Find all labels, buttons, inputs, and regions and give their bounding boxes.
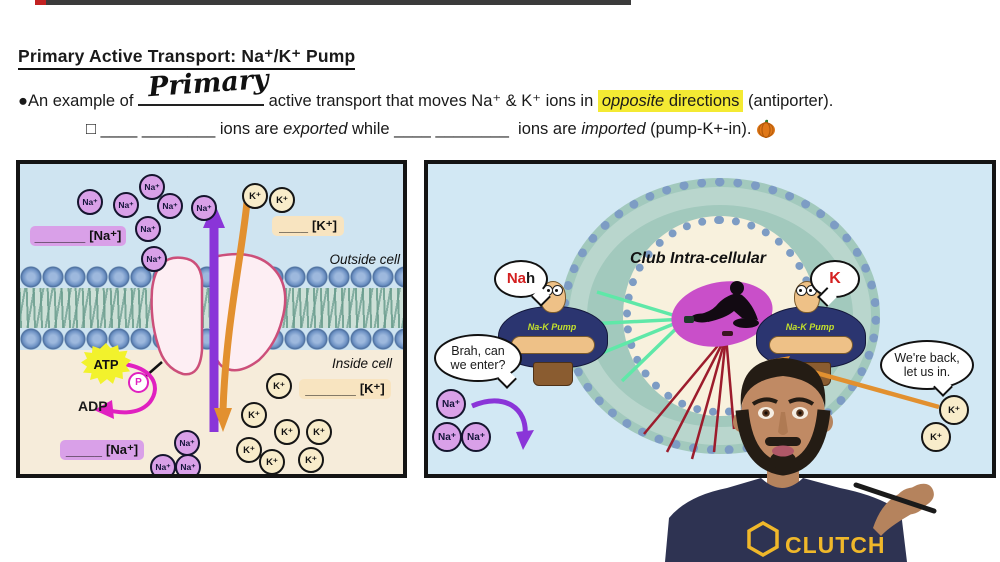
fill-in-blank-primary: Primary: [138, 64, 270, 106]
top-cropped-bar: [35, 0, 631, 5]
blank-short-1: ____: [100, 120, 142, 138]
phosphate-label: P: [128, 372, 149, 393]
bullet-marker: ●: [18, 92, 28, 110]
k-speech-bubble: K: [810, 260, 860, 298]
inside-na-concentration-label: _____[Na⁺]: [60, 440, 144, 460]
instructor-eyebrow-left: [751, 397, 778, 406]
inside-k-concentration-label: _______[K⁺]: [299, 379, 391, 399]
clutch-hexagon-logo: [747, 520, 779, 558]
na-ion: Na⁺: [175, 454, 201, 474]
k-ion: K⁺: [259, 449, 285, 474]
k-ion: K⁺: [939, 395, 969, 425]
dj-silhouette: [684, 281, 759, 336]
k-ion: K⁺: [274, 419, 300, 445]
na-k-pump-diagram-panel: Na⁺ Na⁺ Na⁺ Na⁺ Na⁺ Na⁺ Na⁺ K⁺ K⁺ Na⁺ Na…: [16, 160, 407, 478]
left-bouncer-shirt-text: Na-K Pump: [527, 322, 577, 332]
k-ion: K⁺: [241, 402, 267, 428]
sub-bullet-export-import: □ ____ ________ ions are exported while …: [86, 119, 986, 139]
pump-protein: [150, 252, 287, 376]
pumpkin-icon: [756, 119, 776, 138]
right-bouncer-shirt-text: Na-K Pump: [785, 322, 835, 332]
pen: [853, 482, 937, 514]
left-bouncer-pants: [533, 362, 573, 386]
na-ion: Na⁺: [432, 422, 462, 452]
k-ion: K⁺: [236, 437, 262, 463]
instructor-shirt: [665, 478, 907, 562]
instructor-lips: [772, 445, 794, 457]
bullet1-mid: active transport that moves Na⁺ & K⁺ ion…: [264, 92, 598, 110]
blank-long-1: ________: [141, 120, 220, 138]
bullet1-prefix: An example of: [27, 92, 139, 110]
checkbox-marker: □: [86, 120, 101, 138]
instructor-webcam: CLUTCH: [635, 348, 1000, 562]
outside-cell-label: Outside cell: [329, 252, 400, 267]
club-intracellular-cartoon-panel: Club Intra-cellular Na-K Pump Na-K Pump: [424, 160, 996, 478]
highlighted-phrase: opposite directions: [597, 90, 744, 112]
club-title: Club Intra-cellular: [629, 250, 767, 267]
k-ion: K⁺: [269, 187, 295, 213]
page-title: Primary Active Transport: Na⁺/K⁺ Pump: [18, 46, 356, 70]
na-ion: Na⁺: [174, 430, 200, 456]
k-ion: K⁺: [921, 422, 951, 452]
k-ion: K⁺: [266, 373, 292, 399]
adp-label: ADP: [78, 398, 108, 414]
outside-k-concentration-label: ____[K⁺]: [272, 216, 344, 236]
na-ion: Na⁺: [77, 189, 103, 215]
na-ion: Na⁺: [461, 422, 491, 452]
na-ion: Na⁺: [113, 192, 139, 218]
outside-na-concentration-label: _______[Na⁺]: [30, 226, 126, 246]
instructor-mustache: [765, 437, 801, 446]
left-bouncer-arms: [511, 336, 595, 354]
na-ion: Na⁺: [191, 195, 217, 221]
na-ion: Na⁺: [135, 216, 161, 242]
na-ion: Na⁺: [139, 174, 165, 200]
na-ion: Na⁺: [141, 246, 167, 272]
clutch-brand-text: CLUTCH: [785, 532, 886, 558]
na-ion: Na⁺: [157, 193, 183, 219]
inside-cell-label: Inside cell: [332, 356, 393, 371]
blank-long-2: ________: [435, 120, 514, 138]
na-ion: Na⁺: [150, 454, 176, 474]
top-cropped-bar-red-tip: [35, 0, 46, 5]
bullet1-suffix: (antiporter).: [743, 92, 834, 110]
na-ion: Na⁺: [436, 389, 466, 419]
word-imported: imported: [581, 120, 646, 138]
instructor-nose: [778, 412, 788, 435]
bullet-line-antiporter: ●An example of Primary active transport …: [18, 64, 978, 112]
word-exported: exported: [283, 120, 348, 138]
k-ion: K⁺: [306, 419, 332, 445]
right-bouncer-arms: [769, 336, 853, 354]
k-ion: K⁺: [298, 447, 324, 473]
k-ion: K⁺: [242, 183, 268, 209]
blank-short-2: ____: [394, 120, 436, 138]
